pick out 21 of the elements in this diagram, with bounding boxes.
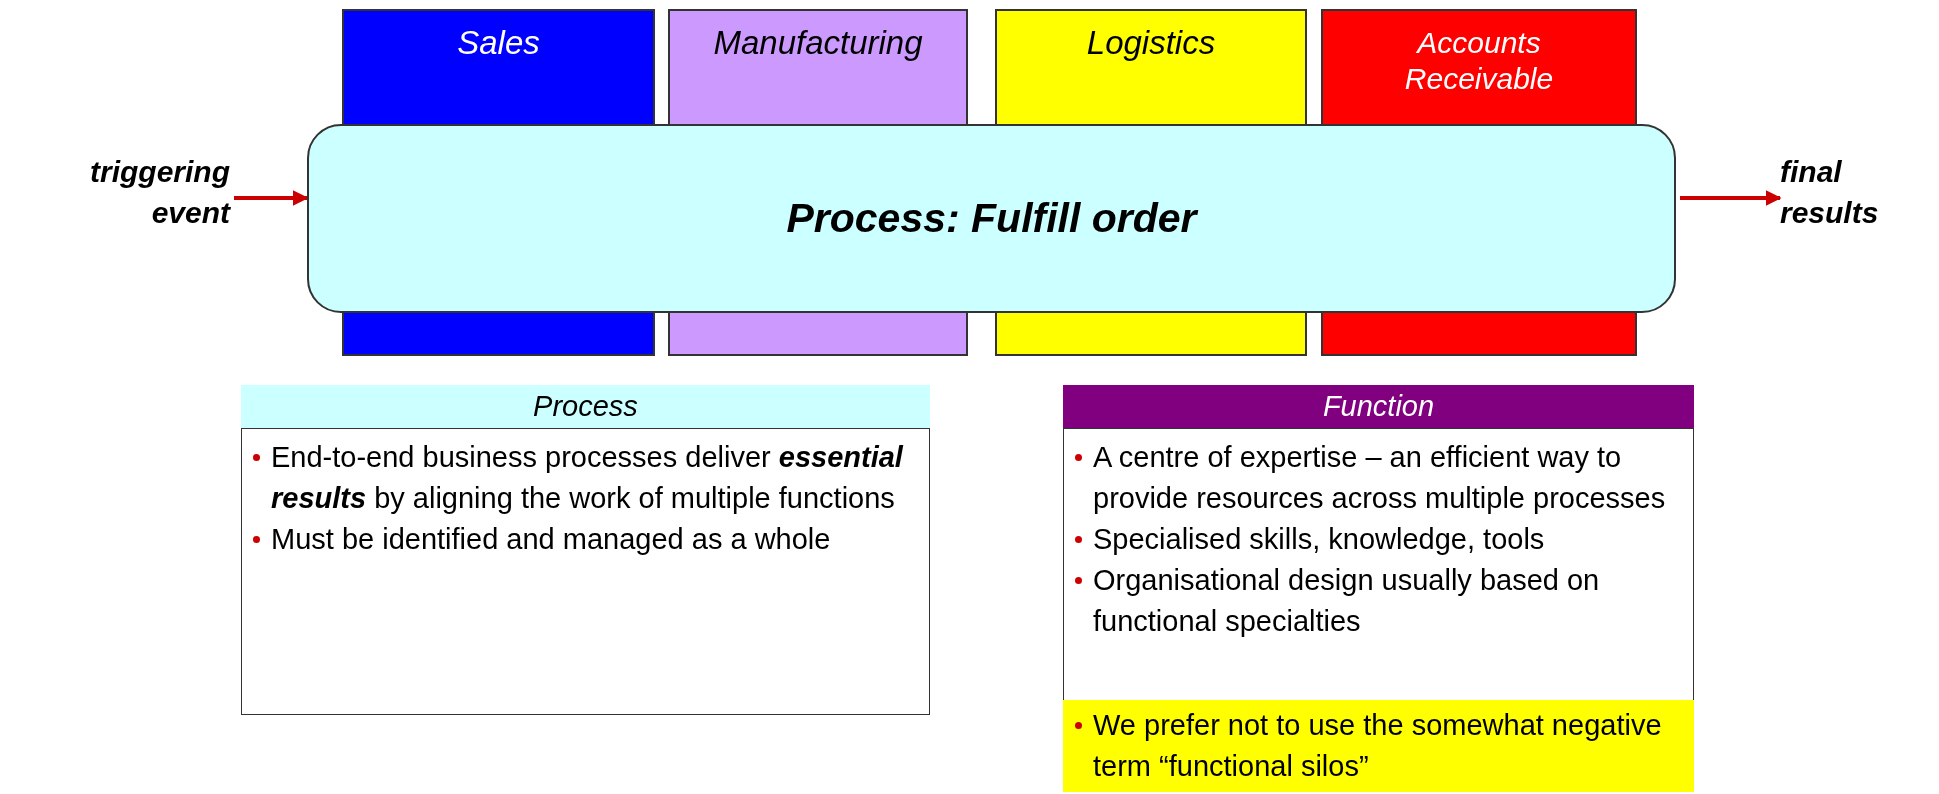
panel-heading: Process (241, 385, 930, 429)
side-label: triggering event (8, 152, 230, 244)
bullet-point: A centre of expertise – an efficient way to provide resources across multiple processes (1071, 437, 1686, 519)
function-box-base (995, 311, 1307, 356)
arrow (1680, 190, 1782, 206)
panel-heading: Function (1063, 385, 1694, 429)
bullet-point: Must be identified and managed as a whole (249, 519, 922, 560)
bullet-point: Specialised skills, knowledge, tools (1071, 519, 1686, 560)
function-box: Sales (342, 9, 655, 126)
function-box-base (1321, 311, 1637, 356)
function-box: Accounts Receivable (1321, 9, 1637, 126)
process-box: Process: Fulfill order (307, 124, 1676, 313)
bullet-point: Organisational design usually based on functional specialties (1071, 560, 1686, 642)
function-box-base (342, 311, 655, 356)
bullet-point: We prefer not to use the somewhat negative term “functional silos” (1071, 705, 1686, 787)
side-label: final results (1780, 152, 1930, 244)
bullet-point: End-to-end business processes deliver essential results by aligning the work of multiple functions (249, 437, 922, 519)
arrow (234, 190, 309, 206)
function-box: Manufacturing (668, 9, 968, 126)
function-box-base (668, 311, 968, 356)
function-box: Logistics (995, 9, 1307, 126)
